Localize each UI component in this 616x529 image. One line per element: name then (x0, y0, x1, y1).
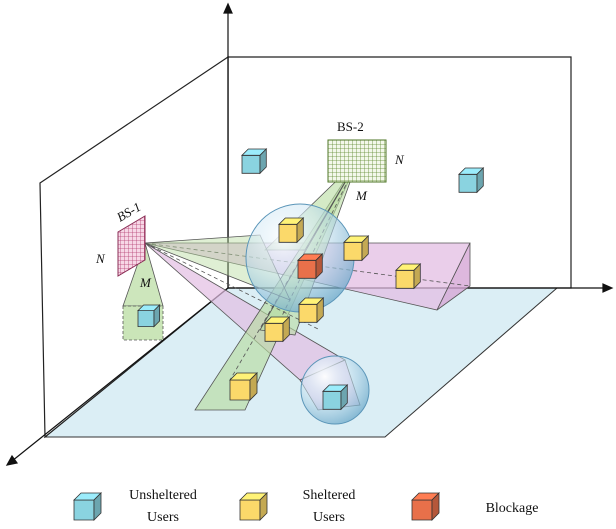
legend-blockage: Blockage (486, 501, 539, 516)
sheltered-user-cube (298, 297, 325, 324)
bs1-m-label: M (139, 275, 152, 290)
bs2-m-label: M (355, 188, 368, 203)
legend-unsheltered-icon (73, 492, 102, 521)
legend-unsheltered-line1: Unsheltered (129, 488, 197, 503)
user-cubes (137, 148, 485, 411)
sheltered-user-cube (395, 263, 422, 290)
sheltered-user-cube (264, 316, 291, 343)
legend-sheltered-icon (239, 492, 268, 521)
legend-blockage-icon (411, 492, 440, 521)
unsheltered-user-cube (137, 304, 161, 328)
sheltered-user-cube (278, 217, 305, 244)
bs2-label: BS-2 (337, 119, 364, 134)
legend-unsheltered-line2: Users (147, 510, 179, 525)
unsheltered-user-cube (458, 167, 485, 194)
bs1-antenna-array (117, 215, 146, 277)
unsheltered-user-cube (241, 148, 268, 175)
sheltered-user-cube (229, 372, 258, 401)
legend-sheltered-line1: Sheltered (303, 488, 356, 503)
bs2-antenna-array (327, 139, 387, 183)
sheltered-user-cube (343, 235, 370, 262)
legend: Unsheltered Users Sheltered Users Blocka… (73, 488, 539, 525)
bs2-n-label: N (394, 152, 405, 167)
blockage-cube (297, 253, 324, 280)
unsheltered-user-cube (322, 384, 349, 411)
bs1-n-label: N (95, 251, 106, 266)
legend-sheltered-line2: Users (313, 510, 345, 525)
